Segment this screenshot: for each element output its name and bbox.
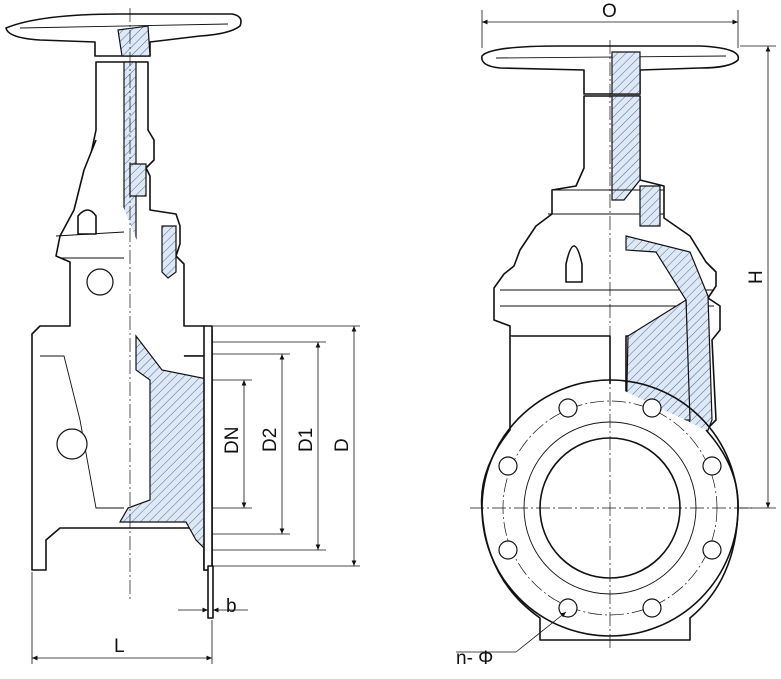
bolt-hole xyxy=(642,398,662,418)
front-lifting-boss xyxy=(565,245,583,283)
o-label: O xyxy=(602,1,617,22)
handwheel-front-hub xyxy=(611,51,641,95)
front-view xyxy=(470,40,752,650)
bonnet-bolt xyxy=(161,225,177,279)
side-boss-circle xyxy=(86,268,114,296)
front-dimensions: O H n- Φ xyxy=(456,1,776,669)
side-dimensions: DN D2 D1 D b L xyxy=(31,325,360,664)
bolt-hole xyxy=(702,540,722,560)
bolt-hole xyxy=(558,598,578,618)
side-section-view xyxy=(5,8,242,619)
gland-bolt-front xyxy=(639,185,661,227)
l-label: L xyxy=(114,636,125,657)
bolt-hole xyxy=(558,398,578,418)
bolt-hole xyxy=(702,456,722,476)
flange-face xyxy=(203,325,213,571)
bolt-hole xyxy=(498,456,518,476)
handwheel-hub-section xyxy=(117,25,151,57)
bolt-hole xyxy=(642,598,662,618)
b-label: b xyxy=(226,596,237,617)
d1-label: D1 xyxy=(296,428,317,452)
d-label: D xyxy=(332,438,353,452)
lifting-boss xyxy=(77,209,97,235)
d2-label: D2 xyxy=(260,428,281,452)
side-lower-boss-circle xyxy=(56,428,88,460)
n-phi-label: n- Φ xyxy=(456,648,493,669)
n-phi-leader xyxy=(515,611,567,653)
dn-label: DN xyxy=(222,427,243,454)
flange-raised-face xyxy=(207,565,214,619)
h-label: H xyxy=(746,270,767,284)
bolt-hole xyxy=(498,540,518,560)
